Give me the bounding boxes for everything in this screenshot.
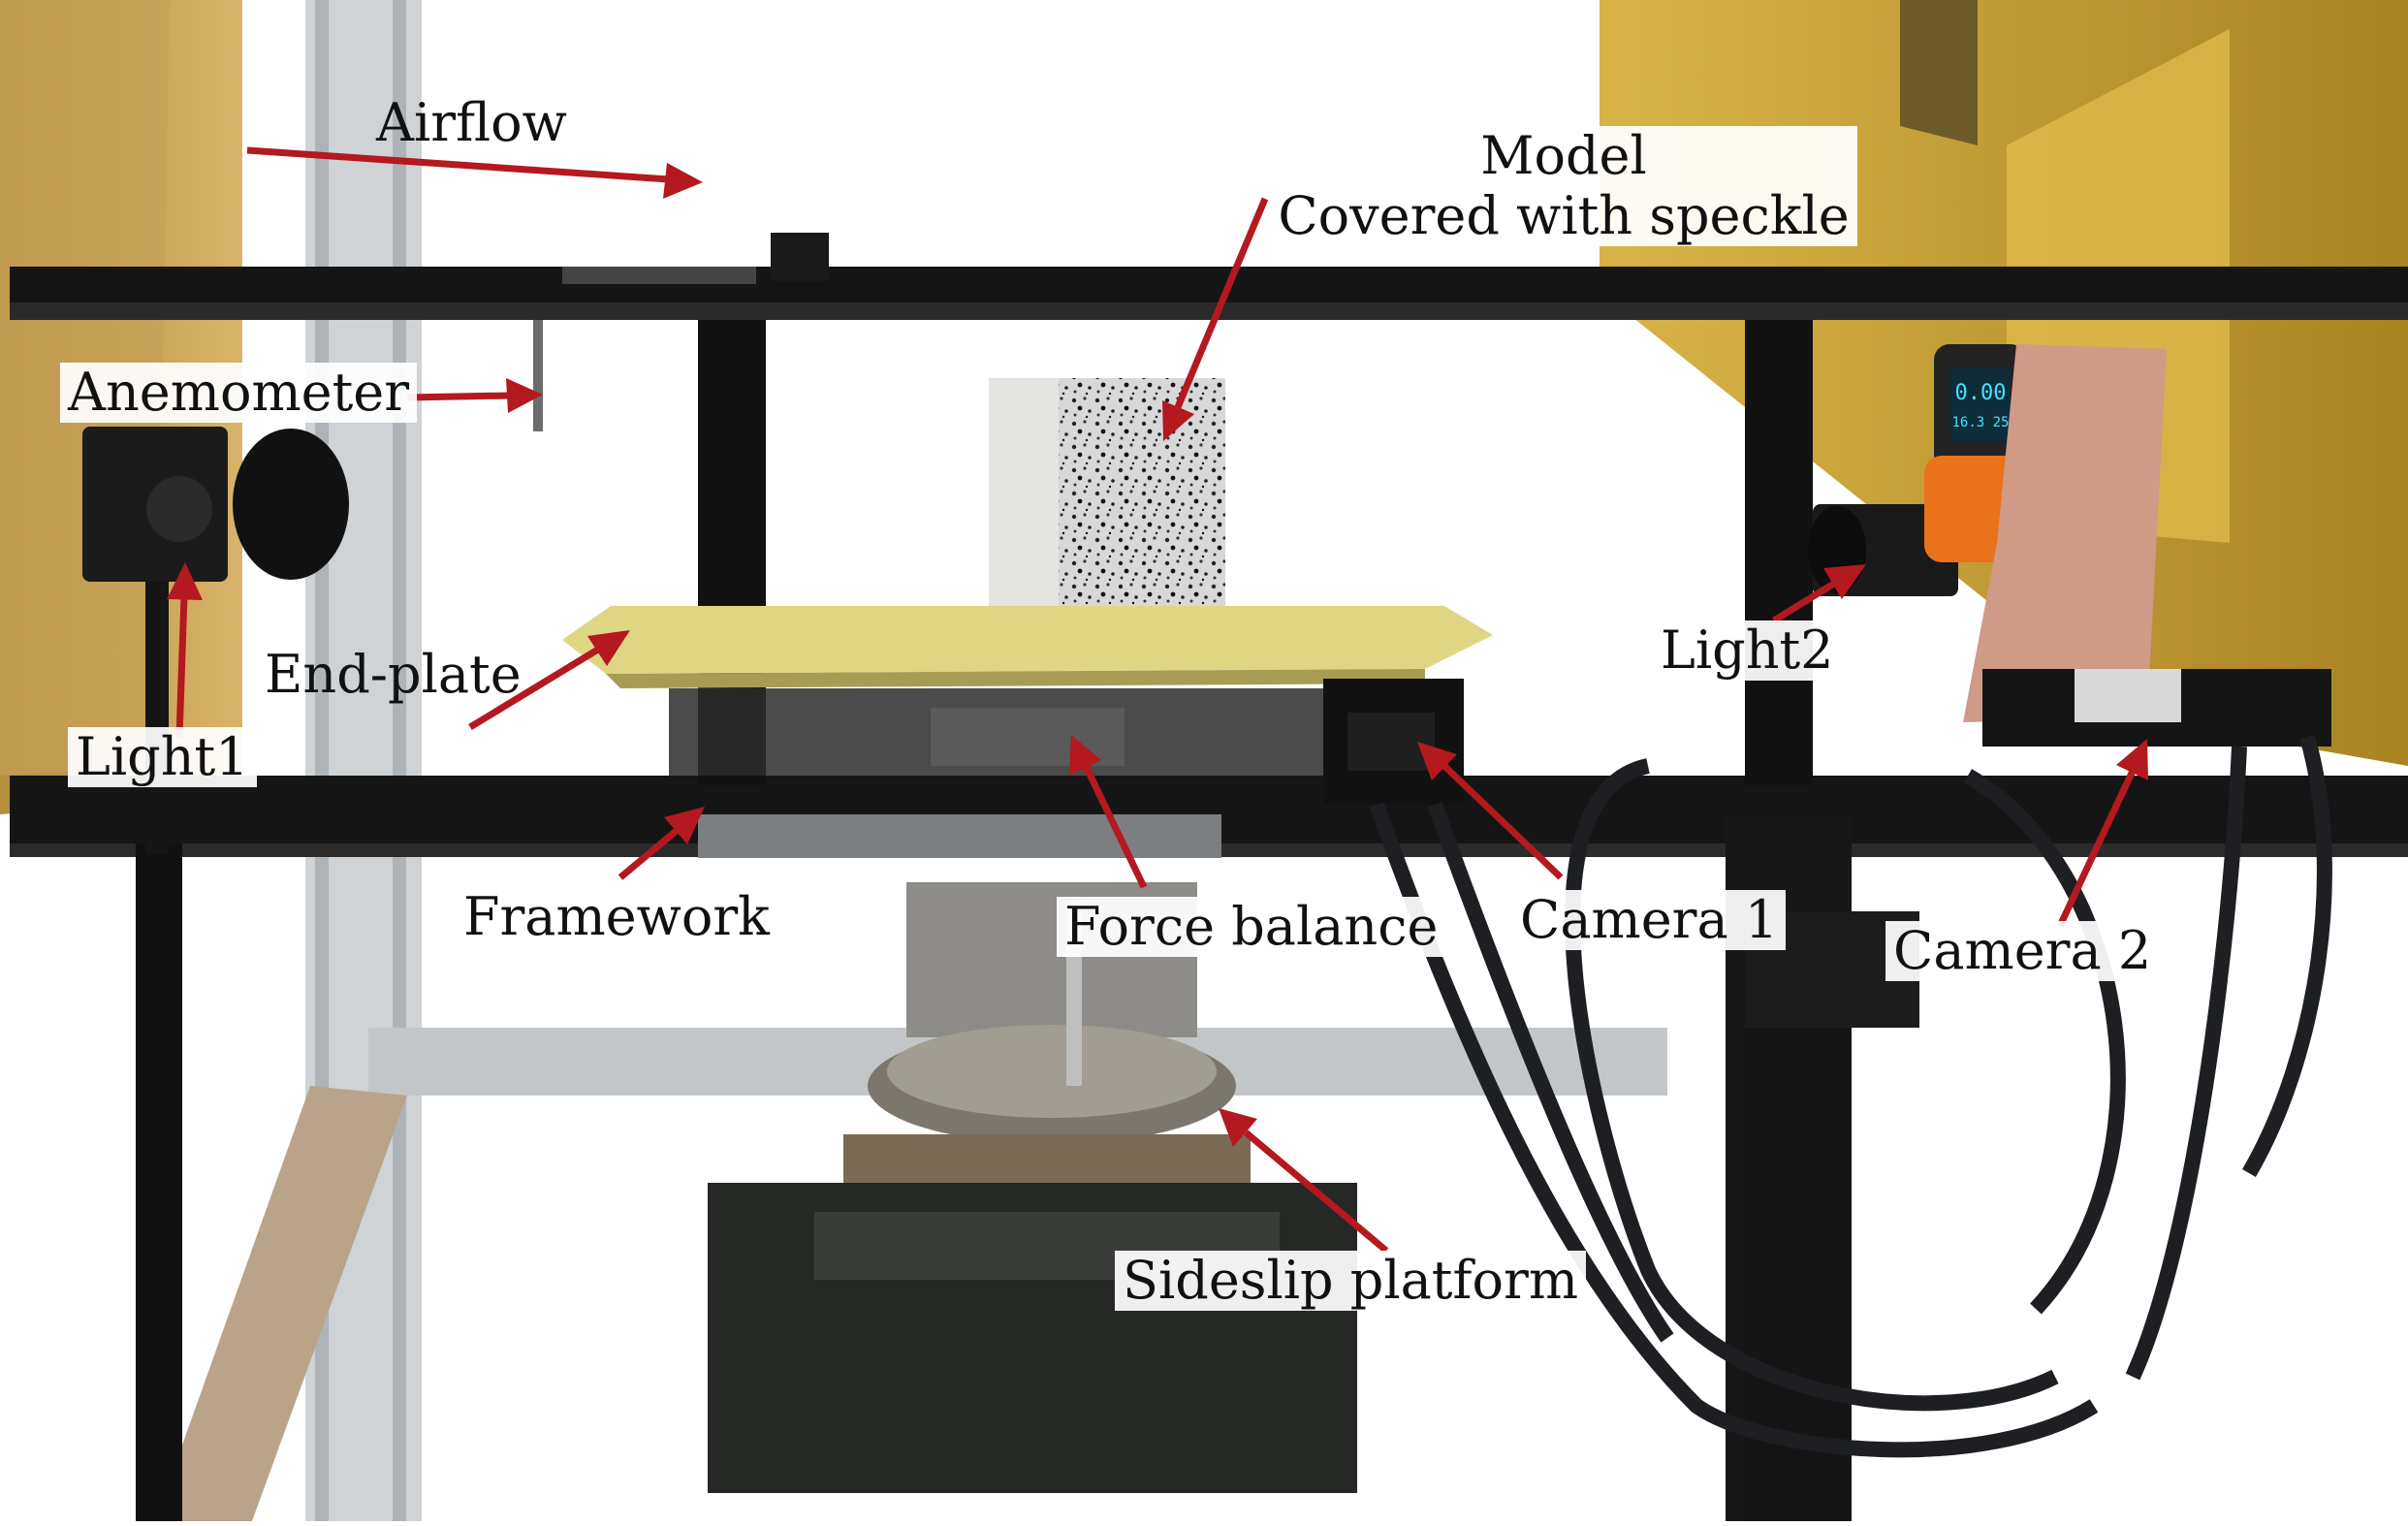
label-camera1: Camera 1: [1512, 889, 1787, 951]
label-sideslip-platform: Sideslip platform: [1115, 1250, 1587, 1312]
label-light2: Light2: [1653, 620, 1842, 682]
anemometer-arrow: [406, 392, 510, 401]
end-plate-arrow: [468, 645, 603, 730]
light2-arrow: [1772, 579, 1839, 623]
camera-cables: [1369, 734, 2332, 1458]
label-light1: Light1: [68, 726, 257, 788]
label-anemometer: Anemometer: [60, 362, 418, 424]
cardboard-packaging: [1963, 344, 2167, 722]
annotation-arrows: [167, 146, 2148, 1254]
camera1-arrow: [1442, 763, 1564, 880]
label-model-line1: Model: [1480, 125, 1647, 186]
label-airflow: Airflow: [376, 92, 567, 153]
light-1: [82, 427, 349, 853]
label-force-balance: Force balance: [1057, 896, 1446, 958]
label-model-line2: Covered with speckle: [1278, 185, 1850, 247]
end-plate: [562, 606, 1493, 688]
label-framework: Framework: [463, 886, 770, 947]
readout-line2: 16.3 25: [1951, 415, 2009, 430]
force-balance-assembly: [669, 688, 1444, 858]
sideslip-platform: [708, 882, 1357, 1493]
label-camera2: Camera 2: [1885, 920, 2160, 982]
model-speckle-panel: [989, 378, 1225, 625]
model-arrow: [1174, 197, 1269, 409]
framework-arrow: [618, 826, 681, 880]
camera-1: [1323, 679, 1464, 805]
light1-arrow: [175, 595, 188, 738]
camera2-arrow: [2056, 769, 2137, 928]
label-end-plate: End-plate: [265, 644, 522, 705]
sideslip-arrow: [1243, 1129, 1389, 1254]
camera-2: [1982, 669, 2331, 747]
label-model: Model Covered with speckle: [1270, 125, 1857, 247]
readout-line1: 0.00: [1955, 381, 2007, 405]
airflow-arrow: [246, 146, 670, 183]
force-balance-arrow: [1082, 764, 1148, 889]
